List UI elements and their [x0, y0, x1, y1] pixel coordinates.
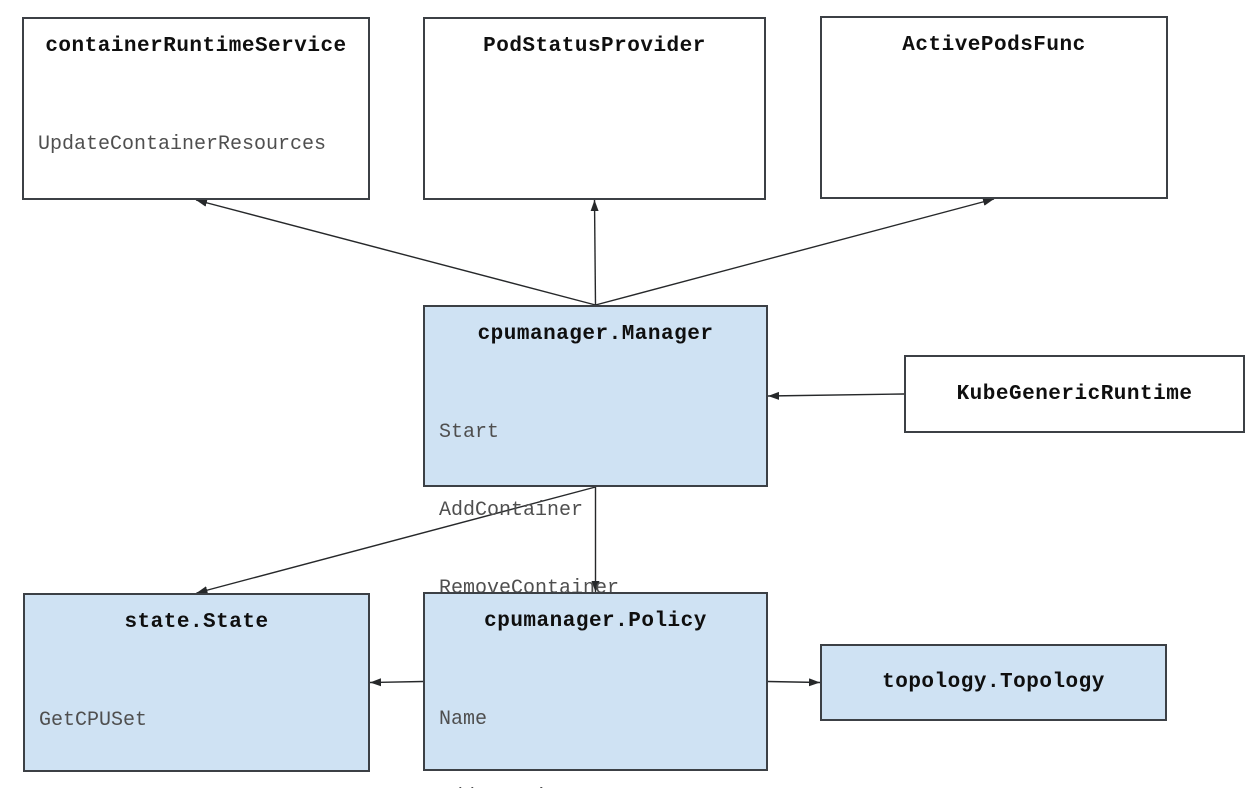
- node-method-list: UpdateContainerResources: [24, 80, 368, 210]
- node-cpumanager-policy: cpumanager.Policy Name AddContainer Remo…: [423, 592, 768, 788]
- node-method: GetCPUSet: [39, 709, 148, 732]
- node-topology-topology: topology.Topology: [820, 644, 1167, 721]
- node-title: ActivePodsFunc: [902, 34, 1086, 57]
- node-title: cpumanager.Manager: [477, 323, 714, 346]
- node-method: AddContainer: [439, 499, 584, 522]
- node-kube-generic-runtime: KubeGenericRuntime: [904, 355, 1245, 433]
- node-title: KubeGenericRuntime: [956, 382, 1193, 406]
- edge-arrow-cpumanager_manager-to-active_pods_func: [595, 197, 995, 306]
- node-title: containerRuntimeService: [45, 35, 347, 58]
- edge-arrow-cpumanager_policy-to-topology_topology: [767, 678, 821, 687]
- node-method: Name: [439, 708, 488, 731]
- node-method-list: Name AddContainer RemoveContainer: [425, 655, 766, 788]
- node-title: state.State: [124, 611, 269, 634]
- node-title: topology.Topology: [882, 671, 1105, 694]
- node-state-state: state.State GetCPUSet GetDefaultCPUSet S…: [23, 593, 370, 788]
- edge-arrow-cpumanager_policy-to-state_state: [369, 678, 424, 687]
- node-pod-status-provider: PodStatusProvider: [423, 17, 766, 200]
- node-method: UpdateContainerResources: [38, 133, 327, 156]
- node-method: AddContainer: [439, 785, 766, 788]
- node-method: Start: [439, 421, 500, 444]
- node-container-runtime-service: containerRuntimeService UpdateContainerR…: [22, 17, 370, 200]
- node-title: cpumanager.Policy: [484, 610, 707, 633]
- node-active-pods-func: ActivePodsFunc: [820, 16, 1168, 199]
- node-cpumanager-manager: cpumanager.Manager Start AddContainer Re…: [423, 305, 768, 678]
- edge-arrow-kube_generic_runtime-to-cpumanager_manager: [767, 391, 905, 400]
- edge-arrow-cpumanager_manager-to-container_runtime_service: [195, 198, 596, 306]
- node-method-list: GetCPUSet GetDefaultCPUSet SetCPUSet Set…: [25, 656, 368, 788]
- node-title: PodStatusProvider: [483, 35, 706, 58]
- edge-arrow-cpumanager_manager-to-pod_status_provider: [590, 199, 599, 306]
